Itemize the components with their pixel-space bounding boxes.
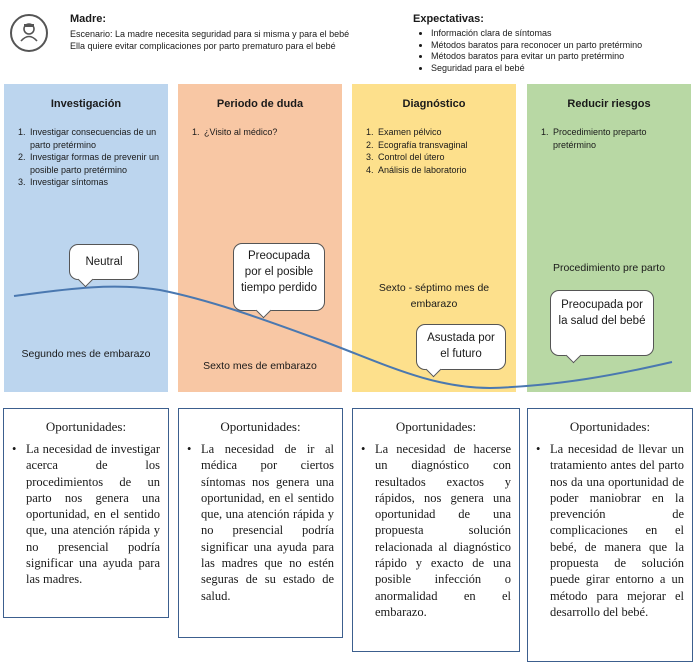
stage-action: ¿Visito al médico?	[202, 126, 334, 139]
expectation-item: Información clara de síntomas	[431, 28, 642, 40]
opportunity-text: La necesidad de llevar un tratamiento an…	[536, 441, 684, 620]
stage-timing: Segundo mes de embarazo	[21, 348, 151, 360]
emotion-bubble: Preocupada por el posible tiempo perdido	[233, 243, 325, 311]
stage-timing: Procedimiento pre parto	[552, 262, 666, 274]
opportunity-text: La necesidad de investigar acerca de los…	[12, 441, 160, 588]
stage-actions: Investigar consecuencias de un parto pre…	[10, 126, 160, 189]
opportunity-card: Oportunidades: La necesidad de investiga…	[3, 408, 169, 618]
scenario-line-1: Escenario: La madre necesita seguridad p…	[70, 29, 350, 39]
opportunity-text: La necesidad de ir al médica por ciertos…	[187, 441, 334, 604]
expectation-item: Seguridad para el bebé	[431, 63, 642, 75]
stage-title: Reducir riesgos	[567, 98, 651, 110]
opportunity-title: Oportunidades:	[45, 419, 127, 434]
emotion-bubble: Neutral	[69, 244, 139, 280]
expectations-title: Expectativas:	[413, 13, 484, 25]
stage-action: Examen pélvico	[376, 126, 508, 139]
stage-actions: ¿Visito al médico?	[184, 126, 334, 139]
emotion-bubble: Preocupada por la salud del bebé	[550, 290, 654, 356]
stage-action: Ecografía transvaginal	[376, 139, 508, 152]
expectations-list: Información clara de síntomas Métodos ba…	[413, 28, 642, 74]
stage-action: Procedimiento preparto pretérmino	[551, 126, 683, 151]
person-icon	[10, 14, 48, 52]
stage-actions: Examen pélvico Ecografía transvaginal Co…	[358, 126, 508, 176]
stage-timing: Sexto mes de embarazo	[203, 360, 317, 372]
opportunity-title: Oportunidades:	[220, 419, 301, 434]
persona-title: Madre:	[70, 13, 107, 25]
emotion-text: Neutral	[85, 256, 123, 268]
stage-actions: Procedimiento preparto pretérmino	[533, 126, 683, 151]
stage-action: Control del útero	[376, 151, 508, 164]
stage-title: Diagnóstico	[402, 98, 466, 110]
stage-action: Investigar formas de prevenir un posible…	[28, 151, 160, 176]
opportunity-card: Oportunidades: La necesidad de llevar un…	[527, 408, 693, 662]
opportunity-card: Oportunidades: La necesidad de hacerse u…	[352, 408, 520, 652]
opportunity-title: Oportunidades:	[395, 419, 477, 434]
stage-column-investigacion: Investigación Investigar consecuencias d…	[4, 84, 168, 392]
opportunity-text: La necesidad de hacerse un diagnóstico c…	[361, 441, 511, 620]
opportunity-card: Oportunidades: La necesidad de ir al méd…	[178, 408, 343, 638]
emotion-text: Preocupada por la salud del bebé	[558, 299, 646, 327]
emotion-text: Asustada por el futuro	[427, 332, 495, 360]
stage-title: Investigación	[50, 98, 122, 110]
stage-title: Periodo de duda	[216, 98, 304, 110]
stage-column-periodo-de-duda: Periodo de duda ¿Visito al médico?	[178, 84, 342, 392]
expectation-item: Métodos baratos para evitar un parto pre…	[431, 51, 642, 63]
emotion-bubble: Asustada por el futuro	[416, 324, 506, 370]
expectation-item: Métodos baratos para reconocer un parto …	[431, 40, 642, 52]
scenario-line-2: Ella quiere evitar complicaciones por pa…	[70, 41, 336, 51]
stage-timing: Sexto - séptimo mes de embarazo	[378, 282, 490, 310]
stage-action: Análisis de laboratorio	[376, 164, 508, 177]
stage-action: Investigar síntomas	[28, 176, 160, 189]
emotion-text: Preocupada por el posible tiempo perdido	[240, 250, 318, 294]
stage-action: Investigar consecuencias de un parto pre…	[28, 126, 160, 151]
opportunity-title: Oportunidades:	[569, 419, 651, 434]
